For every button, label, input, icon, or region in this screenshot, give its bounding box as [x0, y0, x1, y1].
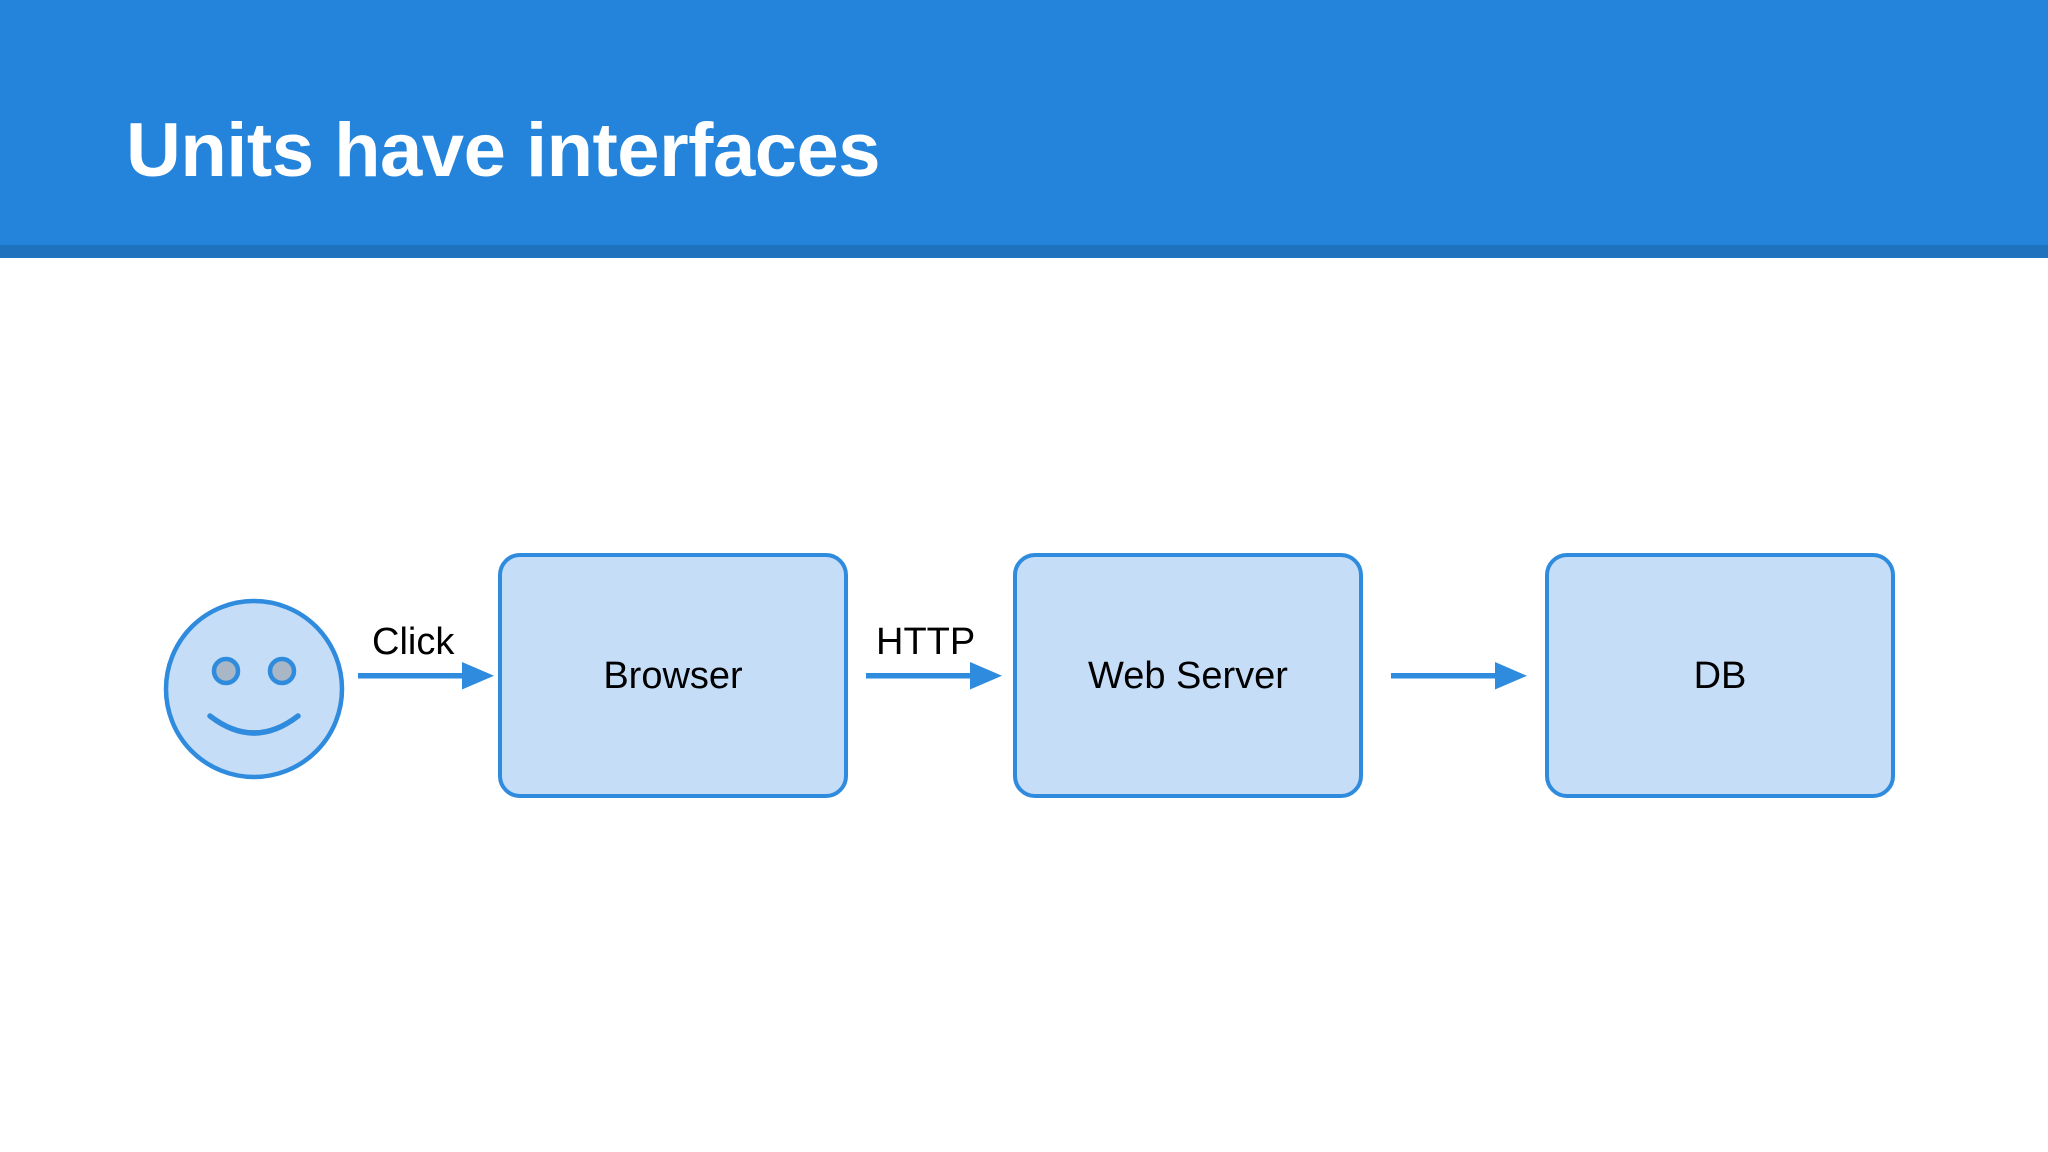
edge-label-click: Click — [372, 621, 455, 663]
node-browser[interactable]: Browser — [498, 553, 848, 798]
page-title: Units have interfaces — [126, 108, 881, 193]
arrow-web-server-to-db — [1391, 656, 1527, 696]
smiley-user-icon — [163, 598, 345, 780]
arrow-http — [866, 656, 1002, 696]
node-web-server[interactable]: Web Server — [1013, 553, 1363, 798]
header-underline — [0, 245, 2048, 258]
header-bar — [0, 0, 2048, 245]
edge-label-http: HTTP — [876, 621, 976, 663]
node-db-label: DB — [1693, 654, 1747, 697]
node-db[interactable]: DB — [1545, 553, 1895, 798]
architecture-diagram: Click Browser HTTP Web Server DB — [0, 258, 2048, 1152]
node-browser-label: Browser — [603, 654, 743, 697]
node-web-server-label: Web Server — [1088, 654, 1288, 697]
arrow-click — [358, 656, 494, 696]
